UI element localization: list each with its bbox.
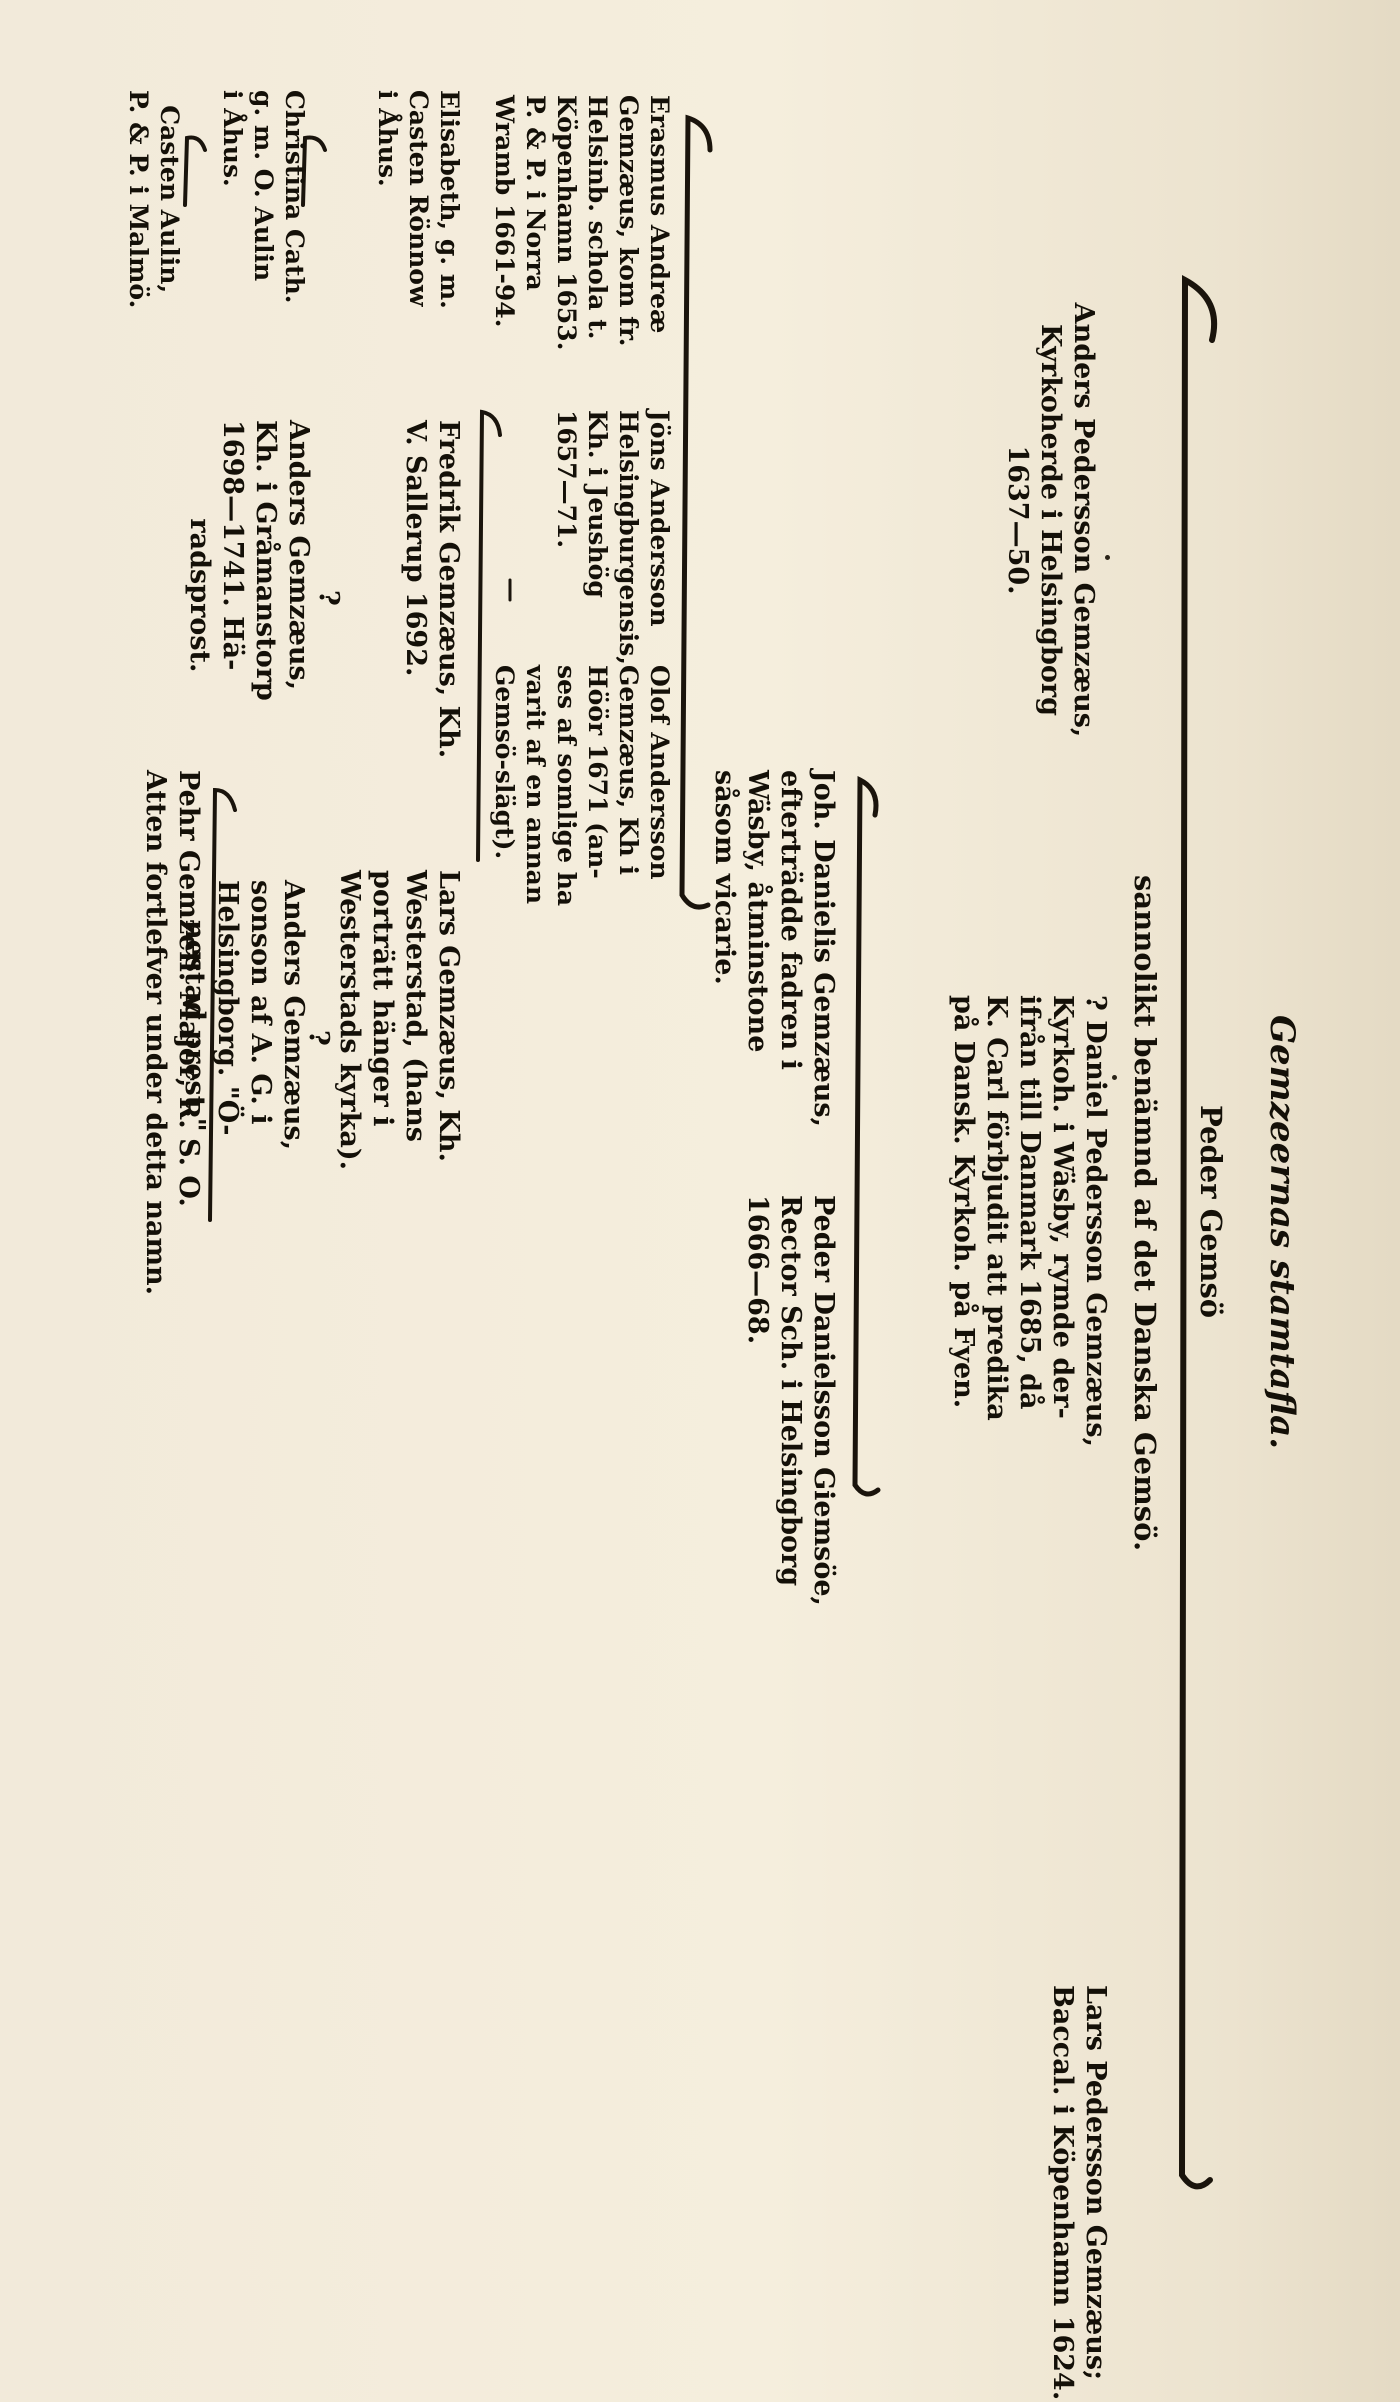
person-casten-aulin: Casten Aulin, P. & P. i Malmö. bbox=[124, 90, 184, 309]
page-title: Gemzeernas stamtafla. bbox=[1262, 1015, 1302, 1450]
person-lars-pedersson: Lars Pedersson Gemzæus; Baccal. i Köpenh… bbox=[1047, 1985, 1111, 2401]
person-lars-kh-westerstad: Lars Gemzæus, Kh. Westerstad, (hans port… bbox=[334, 870, 464, 1171]
person-olof-andersson: Olof Andersson Gemzæus, Kh i Höör 1671 (… bbox=[490, 665, 674, 907]
bracket-anders-sons bbox=[679, 114, 713, 910]
person-erasmus-andreae: Erasmus Andreæ Gemzæus, kom fr. Helsinb.… bbox=[490, 95, 674, 351]
person-peder-danielsson: Peder Danielsson Giemsöe, Rector Sch. i … bbox=[742, 1195, 839, 1606]
person-jons-andersson: Jöns Andersson Helsingburgensis, Kh. i J… bbox=[552, 410, 674, 665]
person-pehr-gemzell: Pehr Gemzell. Major, R. S. O. Atten fort… bbox=[140, 770, 204, 1296]
person-fredrik: Fredrik Gemzæus, Kh. V. Sallerup 1692. bbox=[400, 420, 464, 759]
ink-dot bbox=[1112, 1075, 1117, 1080]
person-anders-pedersson: Anders Pedersson Gemzæus, Kyrkoherde i H… bbox=[1002, 302, 1099, 738]
person-elisabeth: Elisabeth, g. m. Casten Rönnow i Åhus. bbox=[373, 90, 464, 309]
root-note: sannolikt benämnd af det Danska Gemsö. bbox=[1128, 875, 1162, 1552]
person-christina-cath: Christina Cath. g. m. O. Aulin i Åhus. bbox=[218, 90, 309, 304]
bracket-erasmus-child bbox=[301, 135, 327, 207]
bracket-christina-child bbox=[183, 135, 207, 207]
bracket-gen4-right bbox=[208, 787, 237, 1222]
unknown-link-marker: ? bbox=[313, 590, 344, 606]
bracket-generation-1 bbox=[1178, 274, 1218, 2190]
ink-dot bbox=[1105, 555, 1110, 560]
bracket-daniel-sons bbox=[852, 775, 881, 1497]
person-daniel-pedersson: ? Daniel Pedersson Gemzæus, Kyrkoh. i Wä… bbox=[948, 995, 1111, 1448]
person-joh-danielis: Joh. Danielis Gemzæus, efterträdde fadre… bbox=[709, 770, 839, 1127]
root-name: Peder Gemsö bbox=[1194, 1105, 1228, 1319]
person-anders-kh-gramanstorp: Anders Gemzæus, Kh. i Gråmanstorp 1698—1… bbox=[184, 420, 314, 701]
bracket-jons-son bbox=[476, 409, 502, 862]
